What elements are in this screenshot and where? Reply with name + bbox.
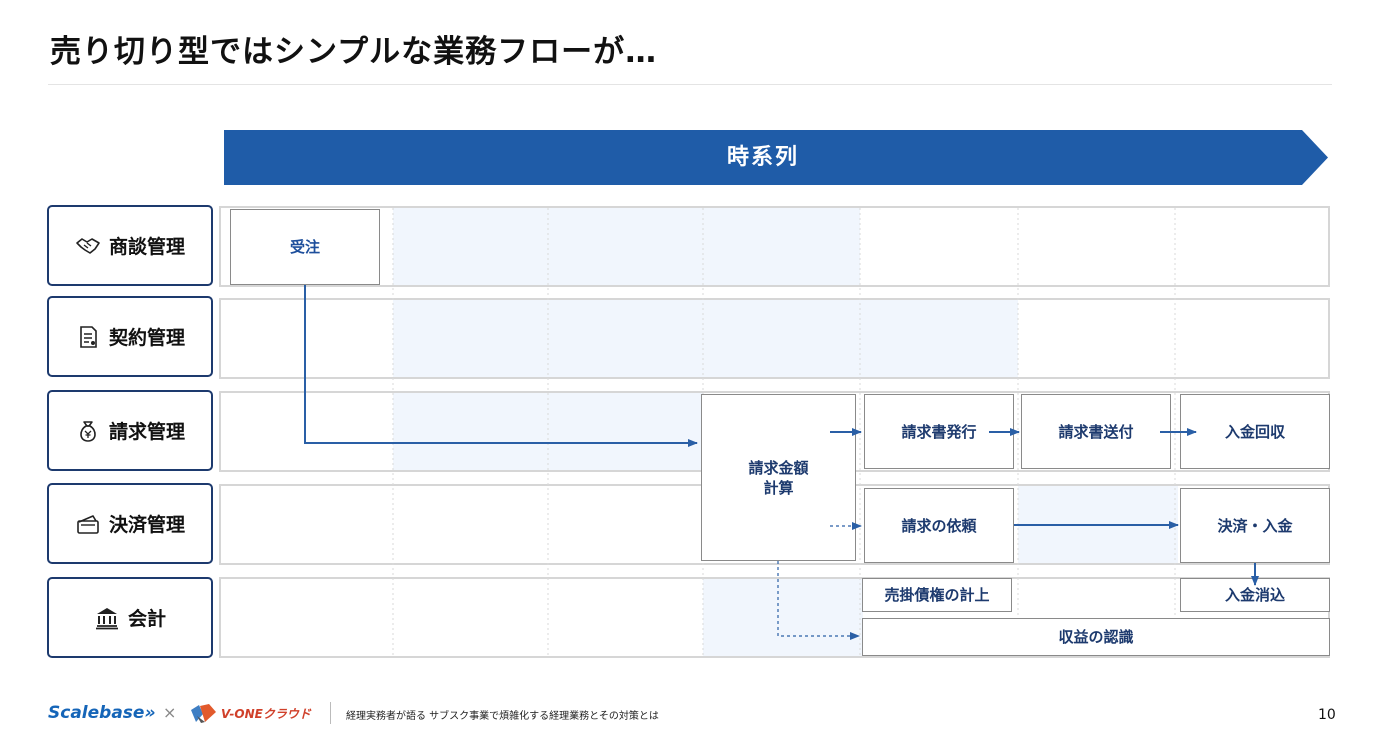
scalebase-logo: Scalebase» bbox=[48, 703, 156, 723]
footer-divider bbox=[330, 702, 331, 724]
lane-contract bbox=[219, 298, 1330, 379]
page-number: 10 bbox=[1318, 707, 1336, 723]
row-label-text: 商談管理 bbox=[108, 236, 185, 258]
row-label-accounting: 会計 bbox=[47, 577, 213, 658]
connector-calc-to-revenue bbox=[777, 561, 860, 640]
process-billing-calculation-line1: 請求金額 bbox=[748, 458, 809, 477]
process-collection: 入金回収 bbox=[1180, 394, 1330, 469]
title-divider bbox=[48, 84, 1332, 85]
collab-symbol: × bbox=[163, 703, 177, 722]
row-label-billing: 請求管理 bbox=[47, 390, 213, 471]
process-receivable: 売掛債権の計上 bbox=[862, 578, 1012, 612]
handshake-icon bbox=[76, 237, 100, 254]
row-label-text: 契約管理 bbox=[108, 327, 185, 349]
footer-caption: 経理実務者が語る サブスク事業で煩雑化する経理業務とその対策とは bbox=[346, 711, 659, 722]
timeline-arrow-shape bbox=[224, 130, 1328, 185]
process-invoice-send: 請求書送付 bbox=[1021, 394, 1171, 469]
row-label-text: 請求管理 bbox=[108, 421, 185, 443]
row-label-text: 会計 bbox=[127, 608, 166, 630]
process-invoice-issue: 請求書発行 bbox=[864, 394, 1014, 469]
timeline-arrow: 時系列 bbox=[224, 130, 1328, 185]
process-billing-calculation-line2: 計算 bbox=[763, 478, 794, 497]
row-label-sales: 商談管理 bbox=[47, 205, 213, 286]
money-bag-icon bbox=[80, 420, 96, 442]
process-billing-calculation: 請求金額 計算 bbox=[701, 394, 856, 561]
wallet-card-icon bbox=[77, 514, 99, 534]
process-order: 受注 bbox=[230, 209, 380, 285]
bank-icon bbox=[95, 607, 118, 629]
vone-logo-icon bbox=[191, 704, 216, 723]
vone-logo: V-ONEクラウド bbox=[221, 707, 311, 721]
process-revenue: 収益の認識 bbox=[862, 618, 1330, 656]
contract-document-icon bbox=[80, 325, 97, 348]
page-title: 売り切り型ではシンプルな業務フローが… bbox=[50, 34, 658, 70]
row-label-contract: 契約管理 bbox=[47, 296, 213, 377]
row-label-settlement: 決済管理 bbox=[47, 483, 213, 564]
process-settlement: 決済・入金 bbox=[1180, 488, 1330, 563]
connector-order-to-calc bbox=[304, 285, 698, 447]
lane-sales bbox=[219, 206, 1330, 287]
timeline-label: 時系列 bbox=[726, 145, 799, 170]
row-label-text: 決済管理 bbox=[108, 514, 185, 536]
process-payment-request: 請求の依頼 bbox=[864, 488, 1014, 563]
lane-accounting bbox=[219, 577, 1330, 658]
